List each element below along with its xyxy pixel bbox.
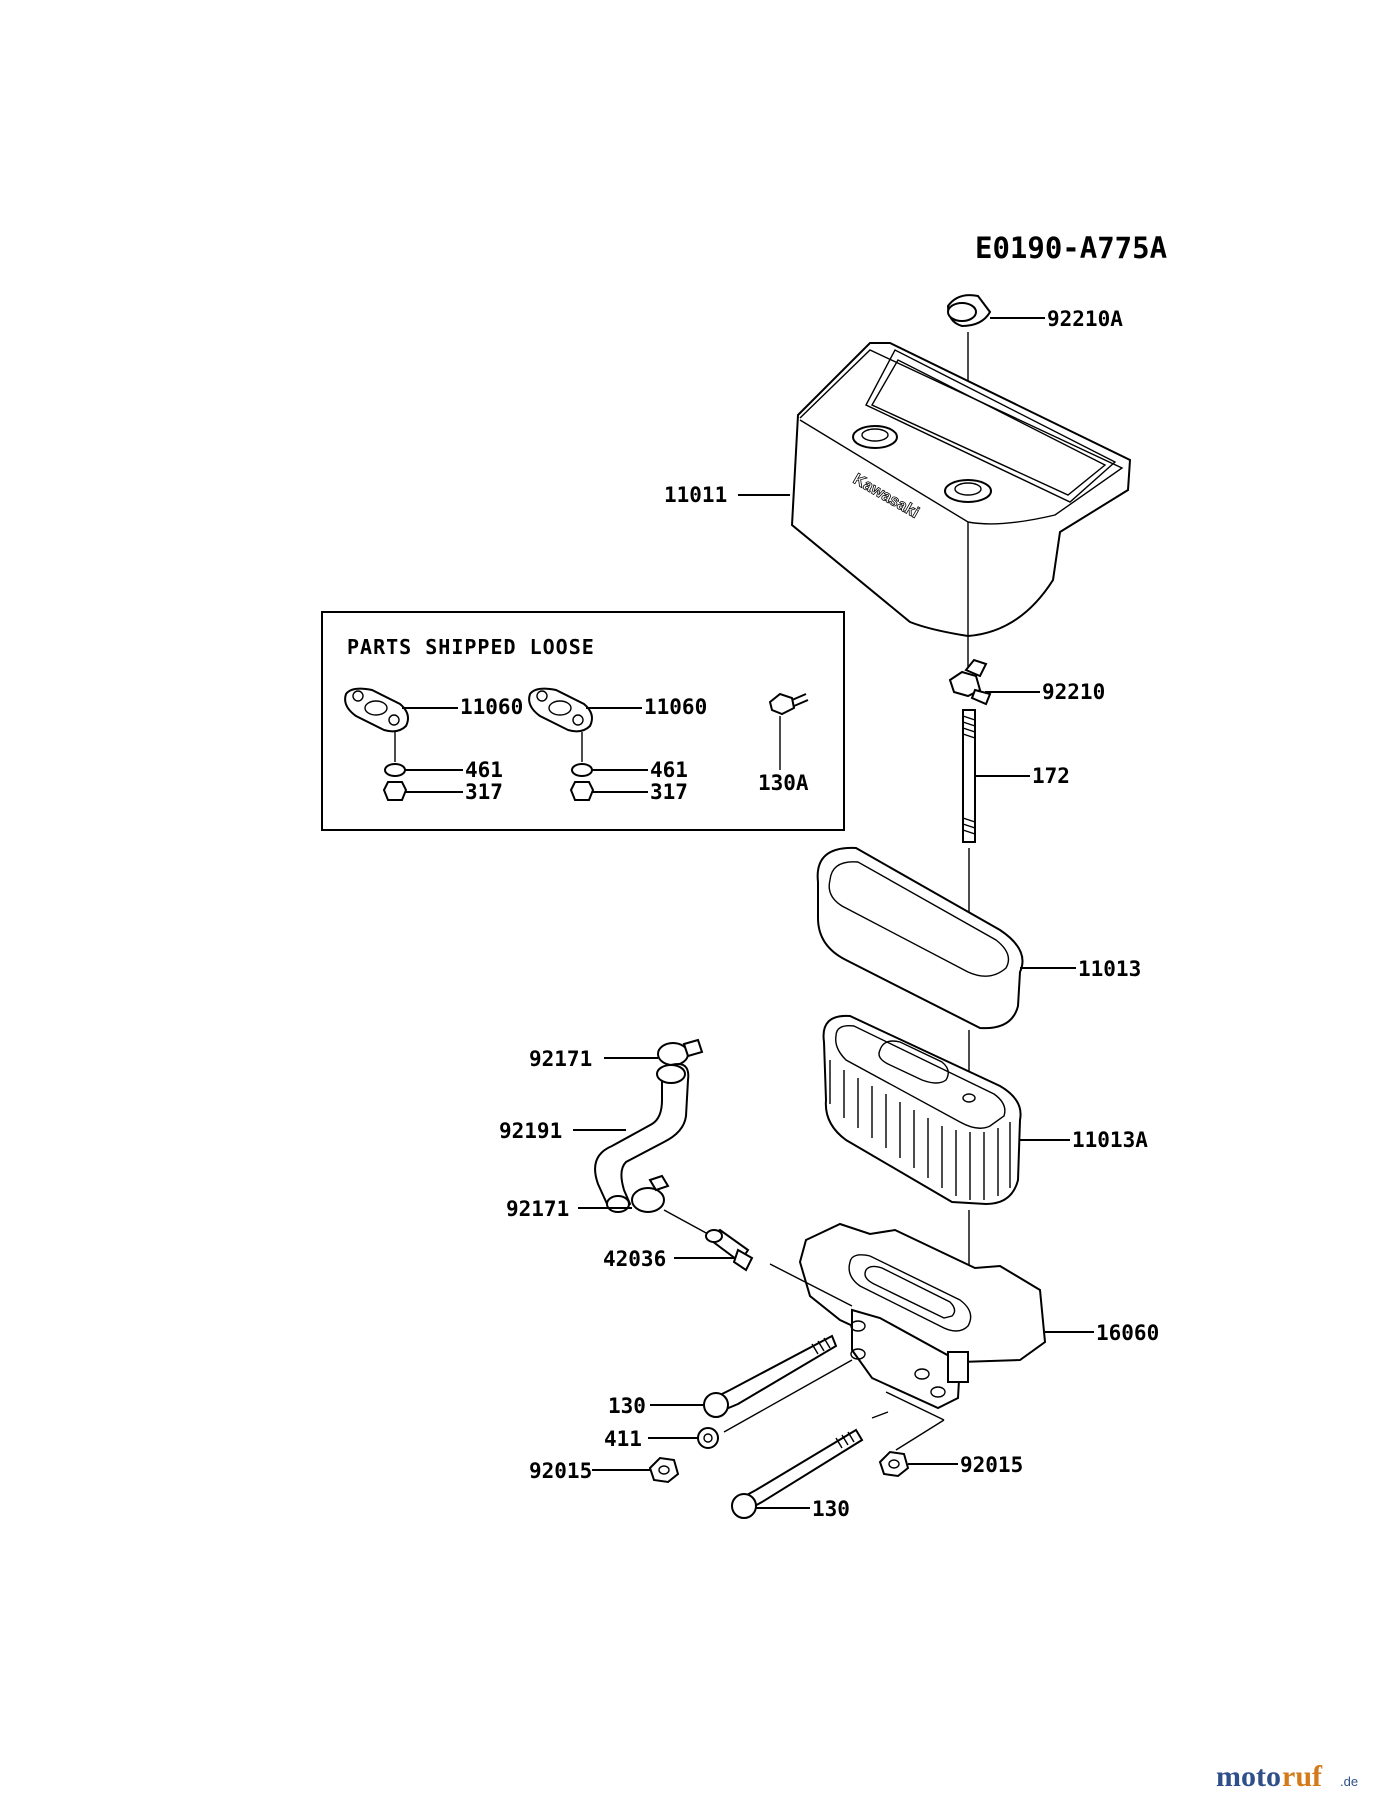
label-box-461-a[interactable]: 461 bbox=[465, 758, 503, 782]
label-92210[interactable]: 92210 bbox=[1042, 680, 1105, 704]
diagram-code: E0190-A775A bbox=[975, 231, 1167, 265]
knob-92210a bbox=[946, 294, 1045, 470]
label-box-317-a[interactable]: 317 bbox=[465, 780, 503, 804]
cover-11011: Kawasaki bbox=[738, 342, 1132, 668]
clamp-92171-top bbox=[604, 1038, 704, 1066]
label-92191[interactable]: 92191 bbox=[499, 1119, 562, 1143]
label-box-11060-b[interactable]: 11060 bbox=[644, 695, 707, 719]
bolt-130-left bbox=[650, 1334, 838, 1418]
label-box-130a[interactable]: 130A bbox=[758, 771, 809, 795]
label-92015-right[interactable]: 92015 bbox=[960, 1453, 1023, 1477]
label-16060[interactable]: 16060 bbox=[1096, 1321, 1159, 1345]
label-11013[interactable]: 11013 bbox=[1078, 957, 1141, 981]
nut-92015-right bbox=[871, 1391, 958, 1478]
label-11013a[interactable]: 11013A bbox=[1072, 1128, 1148, 1152]
label-92015-left[interactable]: 92015 bbox=[529, 1459, 592, 1483]
watermark-logo: moto ruf .de bbox=[1216, 1760, 1358, 1793]
label-92171-top[interactable]: 92171 bbox=[529, 1047, 592, 1071]
label-130-bottom[interactable]: 130 bbox=[812, 1497, 850, 1521]
label-11011[interactable]: 11011 bbox=[664, 483, 727, 507]
label-411[interactable]: 411 bbox=[604, 1427, 642, 1451]
watermark-suffix: .de bbox=[1340, 1774, 1358, 1789]
precleaner-11013 bbox=[816, 846, 1076, 1096]
nut-92015-left bbox=[592, 1456, 680, 1484]
label-130-left[interactable]: 130 bbox=[608, 1394, 646, 1418]
hose-92191 bbox=[573, 1062, 690, 1213]
bolt-130-bottom bbox=[731, 1428, 864, 1519]
label-92210a[interactable]: 92210A bbox=[1047, 307, 1123, 331]
label-box-461-b[interactable]: 461 bbox=[650, 758, 688, 782]
label-172[interactable]: 172 bbox=[1032, 764, 1070, 788]
clamp-92171-bottom bbox=[578, 1174, 709, 1235]
label-box-317-b[interactable]: 317 bbox=[650, 780, 688, 804]
loose-box-title: PARTS SHIPPED LOOSE bbox=[347, 635, 595, 659]
washer-411 bbox=[648, 1359, 853, 1449]
watermark-accent: ruf bbox=[1282, 1760, 1323, 1793]
fitting-42036 bbox=[674, 1228, 754, 1272]
wingnut-92210 bbox=[948, 658, 1040, 706]
loose-parts-box: PARTS SHIPPED LOOSE bbox=[321, 611, 845, 831]
label-42036[interactable]: 42036 bbox=[603, 1247, 666, 1271]
label-92171-bottom[interactable]: 92171 bbox=[506, 1197, 569, 1221]
watermark-main: moto bbox=[1216, 1760, 1281, 1793]
baseplate-16060 bbox=[769, 1222, 1094, 1410]
label-box-11060-a[interactable]: 11060 bbox=[460, 695, 523, 719]
